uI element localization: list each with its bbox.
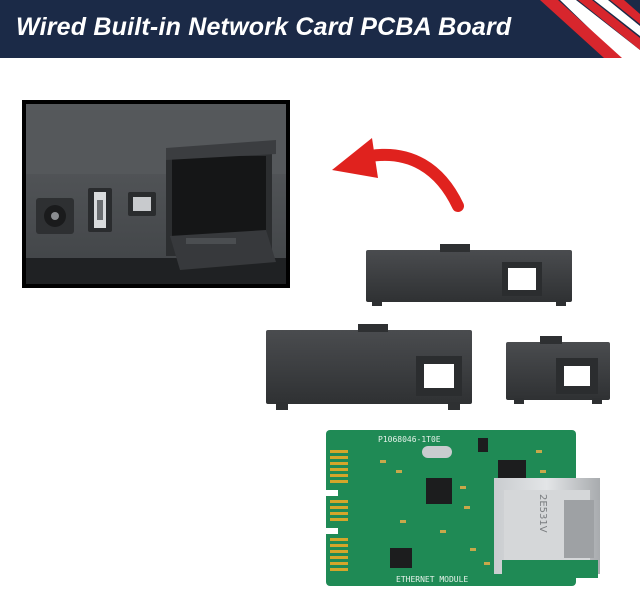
product-illustration: P1068046-1T0E ETHERNET MODULE 2E531V	[22, 100, 610, 586]
banner-title: Wired Built-in Network Card PCBA Board	[16, 13, 512, 41]
pcb-top-marking: P1068046-1T0E	[378, 435, 441, 444]
slot-cover-large	[366, 244, 572, 306]
title-banner: Wired Built-in Network Card PCBA Board	[0, 0, 640, 58]
slot-cover-small	[506, 336, 610, 404]
curved-arrow-icon	[332, 138, 464, 212]
printer-photo	[22, 100, 290, 288]
pcb-module-label: ETHERNET MODULE	[396, 575, 468, 584]
slot-cover-medium	[266, 324, 472, 410]
flag-stripes-icon	[540, 0, 640, 58]
jack-marking: 2E531V	[537, 494, 548, 533]
network-pcb-board: P1068046-1T0E ETHERNET MODULE 2E531V	[326, 430, 600, 586]
